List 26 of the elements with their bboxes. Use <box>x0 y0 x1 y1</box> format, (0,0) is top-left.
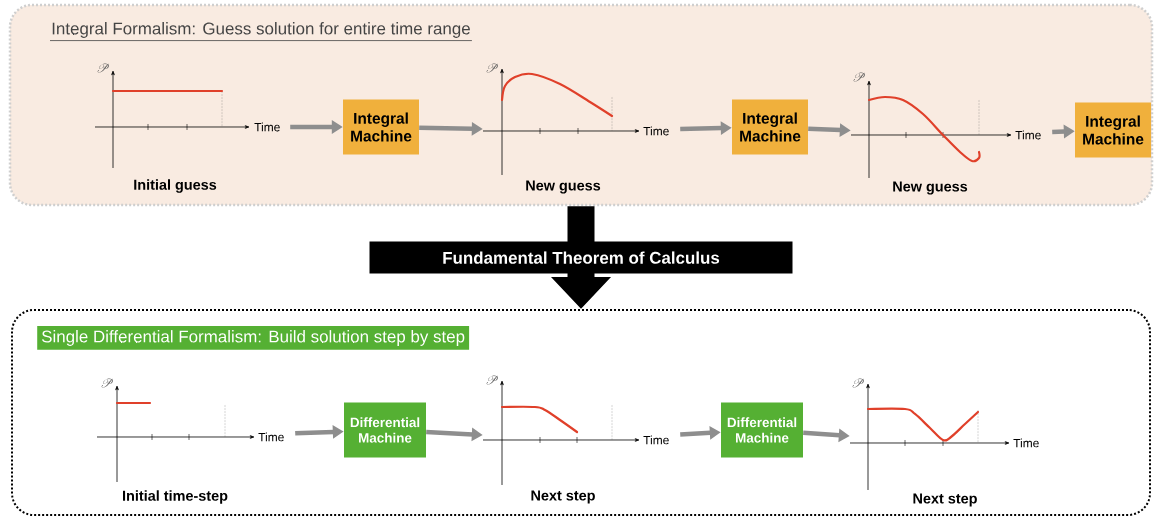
machine-box: Integral Machine <box>732 99 808 155</box>
machine-box: Differential Machine <box>721 402 803 458</box>
graph-caption: Initial time-step <box>123 490 228 504</box>
machine-box: Differential Machine <box>344 402 426 458</box>
axis-label: $\mathscr{P}$ <box>486 63 498 73</box>
axis-label: Time <box>1015 130 1041 140</box>
graph-caption: Next step <box>913 493 977 507</box>
axis-label: Time <box>1013 438 1039 448</box>
axis-label: $\mathscr{P}$ <box>852 378 864 388</box>
axis-label: Time <box>258 432 284 442</box>
axis-label: $\mathscr{P}$ <box>101 378 113 388</box>
machine-box: Integral Machine <box>1075 102 1151 158</box>
graph-caption: New guess <box>526 180 601 194</box>
edge-label: Fundamental Theorem of Calculus <box>369 241 793 274</box>
machine-box: Integral Machine <box>343 99 419 155</box>
axis-label: $\mathscr{P}$ <box>97 63 109 73</box>
graph-caption: New guess <box>893 181 968 195</box>
axis-label: $\mathscr{P}$ <box>853 72 865 82</box>
panel-heading: Integral Formalism: Guess solution for entire time range <box>49 22 473 41</box>
graph-caption: Next step <box>531 490 595 504</box>
axis-label: $\mathscr{P}$ <box>486 375 498 385</box>
axis-label: Time <box>643 435 669 445</box>
axis-label: Time <box>254 122 280 132</box>
panel-heading: Single Differential Formalism: Build solution step by step <box>37 326 470 350</box>
graph-caption: Initial guess <box>134 179 217 193</box>
axis-label: Time <box>643 126 669 136</box>
